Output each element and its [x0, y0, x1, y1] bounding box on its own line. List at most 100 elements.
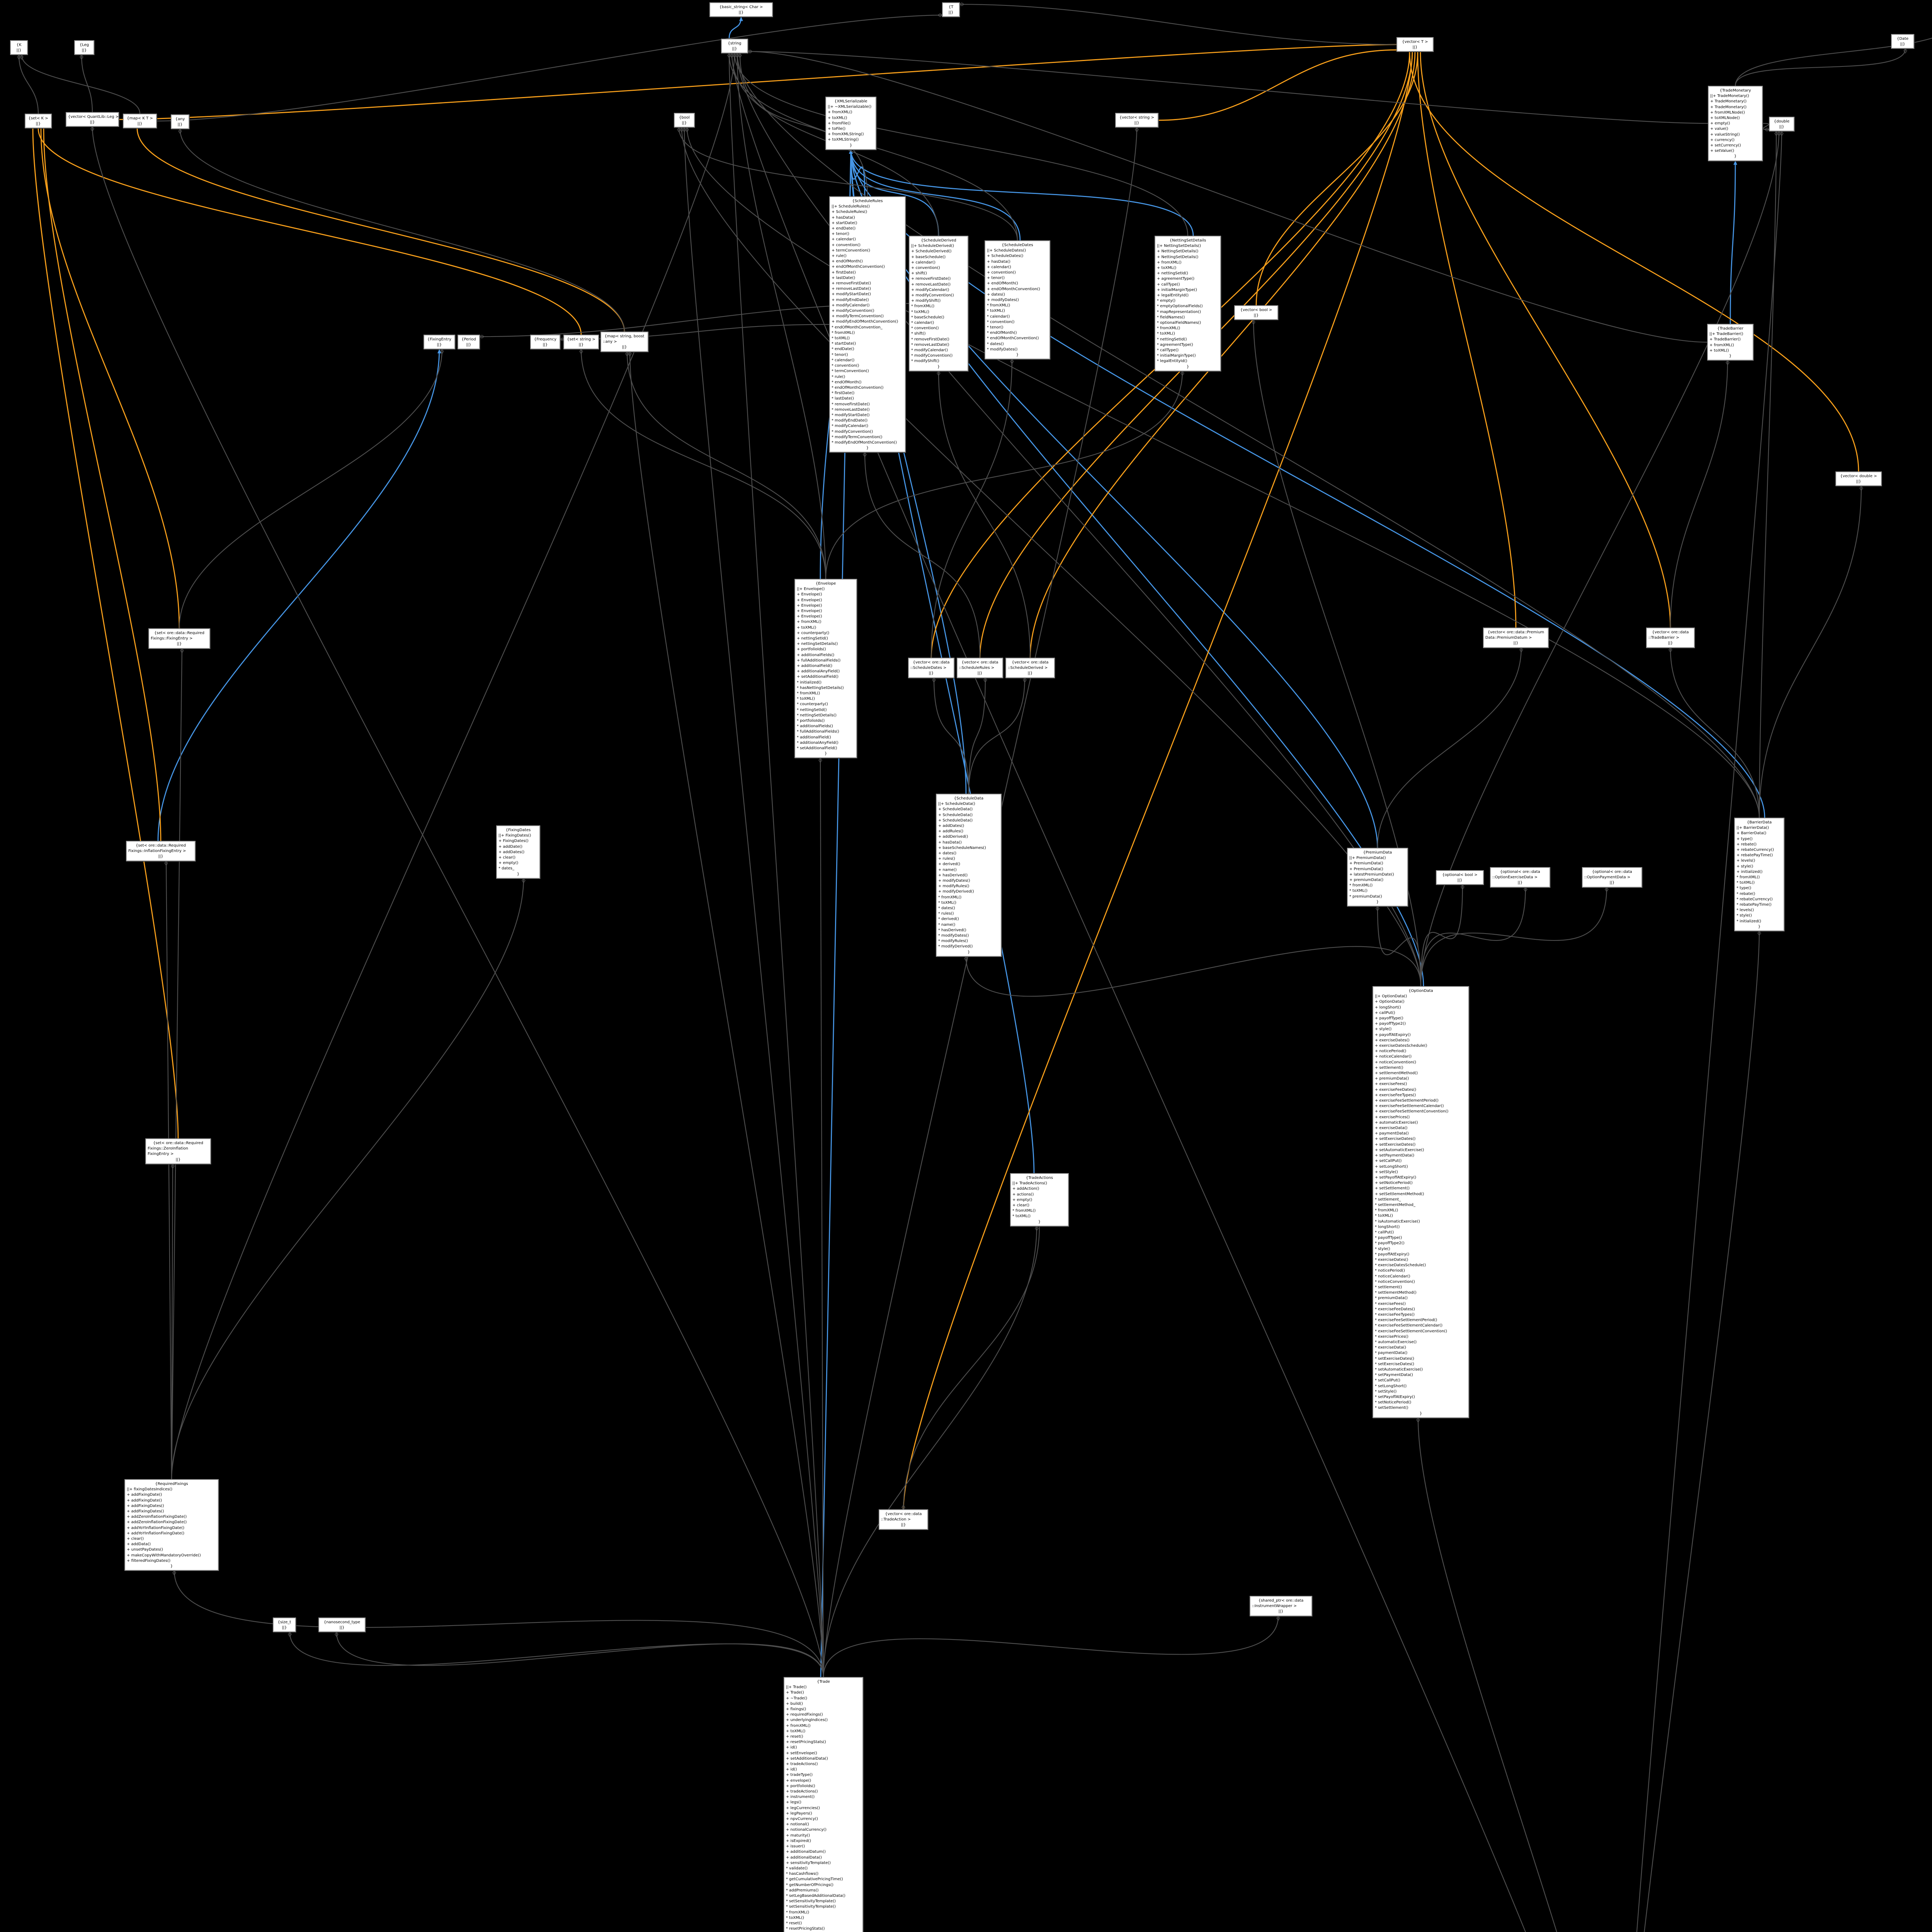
- class-node-string[interactable]: {string||}: [721, 39, 748, 54]
- class-node-basic-string-char[interactable]: {basic_string< Char >||}: [709, 2, 773, 17]
- class-node-schedule-derived[interactable]: {ScheduleDerived||+ ScheduleDerived()+ S…: [909, 236, 968, 371]
- class-node-member: * exerciseFees(): [1375, 1301, 1406, 1306]
- class-node-fixing-entry[interactable]: {FixingEntry||}: [423, 335, 455, 350]
- class-node-vector-string[interactable]: {vector< string >||}: [1115, 113, 1158, 128]
- class-node-member: ||+ BarrierData(): [1736, 826, 1769, 830]
- class-node-period[interactable]: {Period||}: [457, 335, 480, 350]
- class-node-date[interactable]: {Date||}: [1891, 34, 1914, 49]
- class-node-member: + ScheduleData(): [938, 818, 973, 823]
- class-node-vector-schedule-rules[interactable]: {vector< ore::data::ScheduleRules >||}: [957, 658, 1003, 678]
- class-node-map-k-t[interactable]: {map< K T >||}: [123, 114, 157, 129]
- edge-usage-string-to-envelope: [737, 53, 827, 579]
- class-node-member: * callPut(): [1375, 1230, 1394, 1235]
- class-node-any[interactable]: {any||}: [171, 114, 189, 129]
- class-node-member: * fieldNames(): [1157, 315, 1185, 320]
- class-node-member: + rebatePayTime(): [1736, 853, 1773, 858]
- class-node-member: + hasData(): [987, 259, 1010, 264]
- class-node-member: + lastDate(): [832, 276, 855, 280]
- class-node-schedule-dates[interactable]: {ScheduleDates||+ ScheduleDates()+ Sched…: [985, 240, 1050, 360]
- class-node-vector-quantlib-leg[interactable]: {vector< QuantLib::Leg >||}: [66, 112, 119, 127]
- class-node-title: {FixingEntry: [427, 337, 452, 342]
- class-node-member: + fromXML(): [797, 620, 821, 624]
- class-node-member: + callPut(): [1375, 1010, 1395, 1015]
- class-node-vector-schedule-derived[interactable]: {vector< ore::data::ScheduleDerived >||}: [1005, 658, 1055, 678]
- class-node-member: ||}: [177, 122, 183, 127]
- class-node-member: ||+ OptionData(): [1375, 994, 1407, 999]
- class-node-fixing-dates[interactable]: {FixingDates||+ FixingDates()+ FixingDat…: [496, 825, 540, 879]
- class-node-frequency[interactable]: {Frequency||}: [530, 335, 560, 350]
- class-node-required-fixings[interactable]: {RequiredFixings||+ fixingDatesIndices()…: [124, 1479, 219, 1571]
- class-node-member: + type(): [1736, 837, 1753, 841]
- class-node-trade[interactable]: {Trade||+ Trade()+ Trade()+ ~Trade()+ bu…: [784, 1677, 863, 1932]
- class-node-vector-double[interactable]: {vector< double >||}: [1835, 471, 1882, 486]
- class-node-template-t[interactable]: {T||}: [942, 2, 960, 17]
- class-node-member: + toXML(): [786, 1729, 806, 1733]
- class-node-option-data[interactable]: {OptionData||+ OptionData()+ OptionData(…: [1372, 986, 1469, 1418]
- class-node-member: * automaticExercise(): [1375, 1340, 1417, 1344]
- class-node-member: + rule(): [832, 254, 847, 259]
- class-node-title: {FixingDates: [505, 828, 531, 832]
- class-node-title: {vector< ore::data: [885, 1512, 922, 1516]
- class-node-member: * setExerciseDates(): [1375, 1356, 1414, 1361]
- class-node-envelope[interactable]: {Envelope||+ Envelope()+ Envelope()+ Env…: [794, 579, 857, 759]
- class-node-member: * tenor(): [987, 325, 1003, 330]
- class-node-map-string-any[interactable]: {map< string, boost::any >||}: [600, 332, 648, 352]
- class-node-member: }: [1376, 900, 1379, 904]
- class-node-member: }: [866, 446, 869, 451]
- class-node-bool[interactable]: {bool||}: [674, 113, 695, 128]
- class-node-member: + tradeType(): [786, 1773, 813, 1777]
- class-node-shared-ptr-instrument-wrapper[interactable]: {shared_ptr< ore::data::InstrumentWrappe…: [1250, 1596, 1312, 1616]
- class-node-double[interactable]: {double||}: [1769, 117, 1794, 132]
- class-node-member: * modifyStartDate(): [832, 413, 870, 417]
- class-node-title: {TradeMonetary: [1719, 88, 1751, 93]
- class-node-set-string[interactable]: {set< string >||}: [563, 335, 599, 350]
- class-node-member: + agreementType(): [1157, 277, 1195, 281]
- class-node-member: * premiumData(): [1375, 1296, 1408, 1301]
- class-node-optional-option-payment-data[interactable]: {optional< ore::data::OptionPaymentData …: [1582, 867, 1642, 888]
- class-node-member: * convention(): [832, 364, 859, 368]
- class-node-schedule-data[interactable]: {ScheduleData||+ ScheduleData()+ Schedul…: [936, 794, 1002, 957]
- class-node-trade-monetary[interactable]: {TradeMonetary||+ TradeMonetary()+ Trade…: [1708, 86, 1763, 161]
- class-node-member: }: [1038, 1219, 1041, 1224]
- class-node-member: * fromXML(): [832, 330, 855, 335]
- class-node-member: + PremiumData(): [1349, 867, 1383, 871]
- class-node-vector-t[interactable]: {vector< T >||}: [1396, 37, 1434, 52]
- class-node-premium-data[interactable]: {PremiumData||+ PremiumData()+ PremiumDa…: [1347, 848, 1408, 906]
- class-node-vector-trade-action[interactable]: {vector< ore::data::TradeAction >||}: [879, 1509, 928, 1530]
- edge-usage-netting-set-details-to-envelope: [825, 371, 1182, 579]
- class-node-member: ||+ ScheduleData(): [938, 802, 975, 806]
- class-node-optional-option-exercise-data[interactable]: {optional< ore::data::OptionExerciseData…: [1490, 867, 1550, 888]
- class-node-optional-bool[interactable]: {optional< bool >||}: [1436, 870, 1484, 885]
- class-node-xml-serializable[interactable]: {XMLSerializable||+ ~XMLSerializable()+ …: [825, 97, 876, 150]
- class-node-barrier-data[interactable]: {BarrierData||+ BarrierData()+ BarrierDa…: [1734, 818, 1784, 931]
- class-node-member: ||}: [82, 48, 87, 53]
- class-node-member: * additionalFields(): [797, 724, 833, 729]
- class-node-vector-trade-barrier[interactable]: {vector< ore::data::TradeBarrier >||}: [1646, 628, 1695, 648]
- class-node-member: * calendar(): [832, 358, 855, 362]
- class-node-member: * reset(): [786, 1921, 802, 1925]
- class-node-nanosecond-type[interactable]: {nanosecond_type||}: [318, 1617, 366, 1633]
- class-node-member: * fromXML(): [786, 1910, 810, 1915]
- class-node-member: + Envelope(): [797, 614, 822, 619]
- class-node-set-k[interactable]: {set< K >||}: [25, 114, 52, 129]
- class-node-vector-bool[interactable]: {vector< bool >||}: [1234, 305, 1278, 320]
- class-node-schedule-rules[interactable]: {ScheduleRules||+ ScheduleRules()+ Sched…: [829, 196, 906, 453]
- class-node-member: * calendar(): [911, 321, 934, 325]
- class-node-trade-actions[interactable]: {TradeActions||+ TradeActions()+ addActi…: [1010, 1173, 1069, 1226]
- class-node-member: ||}: [1253, 313, 1259, 318]
- class-node-member: + setSettlement(): [1375, 1186, 1410, 1191]
- class-node-leg[interactable]: {Leg||}: [74, 40, 94, 55]
- edge-usage-set-inflation-fixing-entry-to-required-fixings: [166, 861, 172, 1480]
- class-node-size-t[interactable]: {size_t||}: [273, 1617, 296, 1633]
- class-node-k[interactable]: {K||}: [10, 40, 28, 55]
- class-node-trade-barrier[interactable]: {TradeBarrier||+ TradeBarrier()+ TradeBa…: [1707, 324, 1753, 361]
- class-node-member: + fromXMLNode(): [1710, 110, 1745, 115]
- class-node-member: * endOfMonth(): [987, 331, 1017, 335]
- class-node-title: {size_t: [277, 1620, 291, 1624]
- class-node-netting-set-details[interactable]: {NettingSetDetails||+ NettingSetDetails(…: [1155, 236, 1221, 371]
- class-node-vector-schedule-dates[interactable]: {vector< ore::data::ScheduleDates >||}: [908, 658, 954, 678]
